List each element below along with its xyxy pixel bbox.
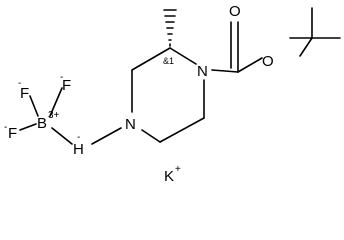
stereo-label: &1 — [163, 56, 174, 66]
bond-nring-cring2 — [141, 129, 161, 143]
stereo-hashed-wedge — [163, 9, 177, 47]
atom-f-left: F — [8, 125, 17, 142]
atom-f-top: F — [62, 77, 71, 94]
atom-boron: B — [37, 115, 47, 132]
bond-cstereo-cring — [131, 47, 171, 71]
bond-cring2-cring3 — [159, 117, 205, 143]
atom-f-upper-left: F — [20, 85, 29, 102]
potassium-charge: + — [175, 164, 181, 175]
atom-o-ester: O — [262, 53, 274, 70]
f-upper-left-charge: - — [18, 78, 21, 89]
atom-potassium: K — [164, 168, 174, 184]
bond-b-f-left — [19, 123, 37, 131]
atom-ch-h: H — [73, 141, 84, 158]
bonds — [19, 7, 341, 145]
bond-c-nboc — [211, 69, 239, 73]
atom-o-carbonyl: O — [229, 3, 241, 20]
ch-charge: - — [77, 132, 80, 143]
atom-n-boc: N — [197, 63, 208, 80]
bond-nboc-cstereo — [169, 47, 197, 65]
boron-charge: 3+ — [48, 110, 60, 121]
bond-nring-ch — [91, 127, 122, 145]
bond-tbu-ester — [299, 37, 313, 57]
f-left-charge: - — [4, 122, 7, 133]
bond-o-ester-c — [237, 57, 263, 73]
bond-b-f-top — [49, 87, 63, 117]
atom-n-ring: N — [125, 116, 136, 133]
bond-ch-boron — [51, 127, 73, 145]
structure-canvas: O O N N &1 B 3+ H - F - F - F - K + — [4, 3, 341, 184]
f-top-charge: - — [60, 72, 63, 83]
molecule-diagram: O O N N &1 B 3+ H - F - F - F - K + — [4, 3, 341, 184]
bond-b-f-upper-left — [29, 95, 39, 117]
